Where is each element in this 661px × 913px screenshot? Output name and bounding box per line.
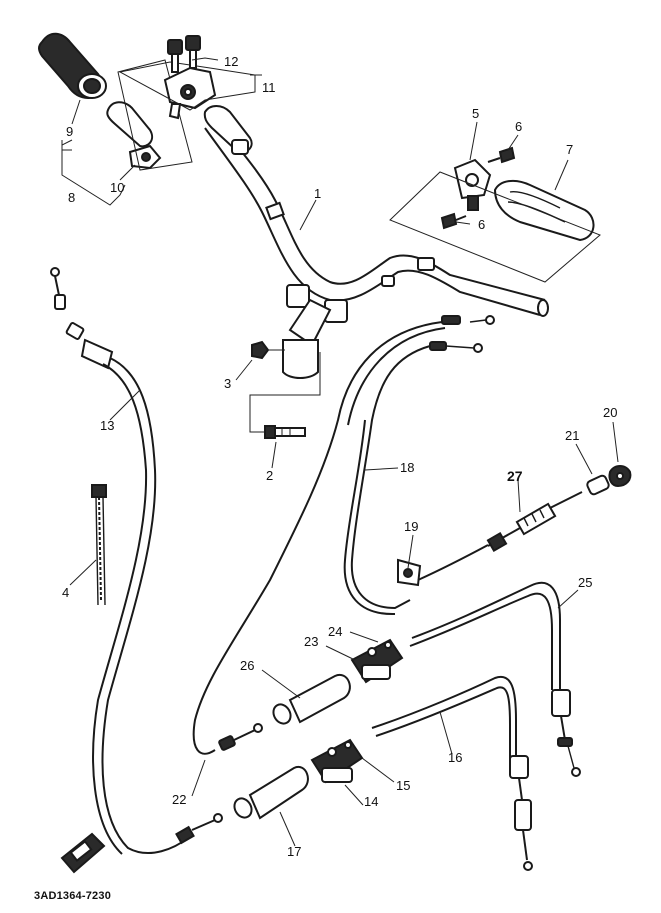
drawing-code: 3AD1364-7230: [34, 890, 112, 902]
nut: [251, 340, 285, 360]
callout-6-lower: 6: [478, 217, 485, 232]
callout-20: 20: [603, 405, 617, 420]
callout-5: 5: [472, 106, 479, 121]
callout-16: 16: [448, 750, 462, 765]
callout-22: 22: [172, 792, 186, 807]
lower-cable: [371, 675, 533, 871]
callout-25: 25: [578, 575, 592, 590]
callout-27: 27: [507, 468, 523, 484]
handlebar: [204, 117, 549, 317]
callout-10: 10: [110, 180, 124, 195]
callout-8: 8: [68, 190, 75, 205]
cable-guide: [60, 832, 106, 874]
cable-junction-lower: [310, 738, 364, 784]
callout-7: 7: [566, 142, 573, 157]
right-grip-tube: [203, 105, 253, 155]
boot-upper: [272, 673, 351, 725]
switch-screws: [167, 35, 201, 73]
bolt: [264, 425, 306, 439]
callout-21: 21: [565, 428, 579, 443]
screw-lower: [440, 212, 467, 230]
grip-clamp: [128, 144, 162, 170]
leader-lines: [61, 57, 619, 847]
boot-lower: [233, 765, 309, 820]
callout-9: 9: [66, 124, 73, 139]
callout-26: 26: [240, 658, 254, 673]
callout-17: 17: [287, 844, 301, 859]
callout-12: 12: [224, 54, 238, 69]
callouts: 1 2 3 4 5 6 6 7 8 9 10 11 12 13 14 15 16…: [62, 54, 617, 859]
cable-holder: [397, 544, 489, 587]
throttle-cable: [192, 315, 495, 755]
throttle-bracket: [389, 171, 601, 283]
sleeve: [586, 474, 610, 496]
callout-6-upper: 6: [515, 119, 522, 134]
callout-18: 18: [400, 460, 414, 475]
callout-13: 13: [100, 418, 114, 433]
callout-15: 15: [396, 778, 410, 793]
callout-3: 3: [224, 376, 231, 391]
callout-1: 1: [314, 186, 321, 201]
left-grip: [38, 32, 107, 100]
callout-14: 14: [364, 794, 378, 809]
clutch-cable: [50, 267, 223, 855]
callout-2: 2: [266, 468, 273, 483]
cable-end: [218, 723, 263, 751]
callout-24: 24: [328, 624, 342, 639]
cable-adjuster: [486, 491, 583, 553]
brake-cable: [409, 581, 581, 777]
cable-junction-upper: [350, 638, 404, 684]
throttle-grip: [493, 179, 595, 242]
callout-23: 23: [304, 634, 318, 649]
bolt-bracket: [249, 352, 321, 433]
callout-19: 19: [404, 519, 418, 534]
callout-11: 11: [262, 80, 276, 95]
cable-tie: [91, 484, 107, 606]
left-grip-bracket: [117, 59, 193, 171]
cap-nut: [608, 465, 632, 488]
handlebar-holder: [282, 284, 348, 379]
callout-4: 4: [62, 585, 69, 600]
screw-upper: [487, 146, 516, 164]
